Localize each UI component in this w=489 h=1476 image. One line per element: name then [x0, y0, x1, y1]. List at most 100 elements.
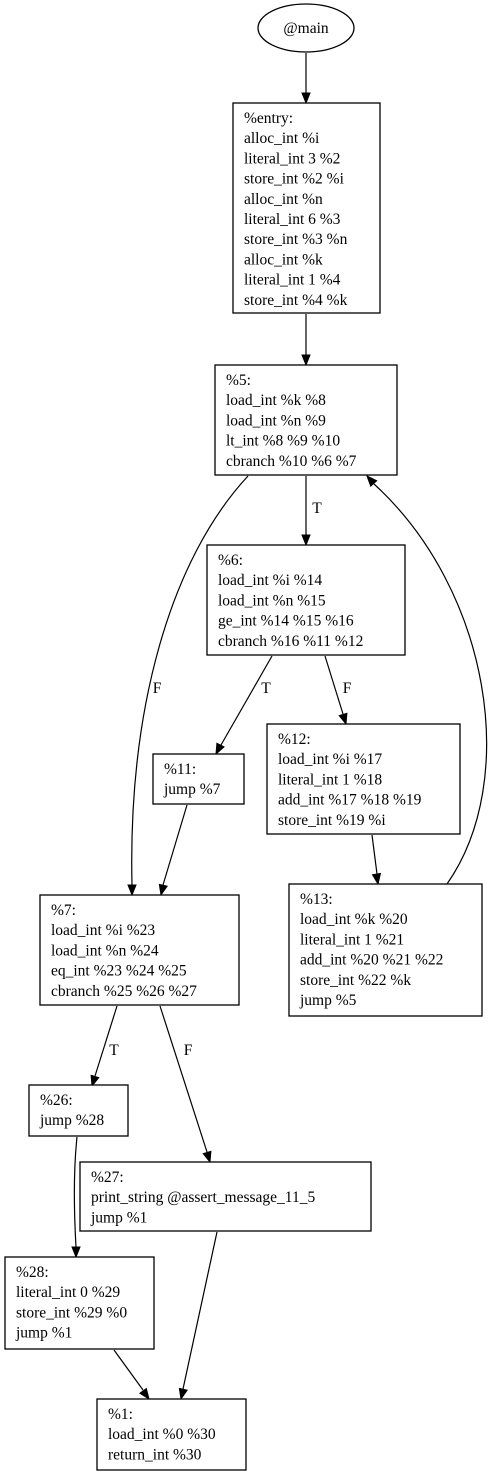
edge-b28-to-b1: [113, 1349, 150, 1401]
edge-label: T: [312, 500, 322, 517]
instruction-line: literal_int 1 %18: [278, 771, 382, 788]
arrow-head: [202, 1150, 212, 1164]
node-box: [266, 723, 461, 835]
block-label: %13:: [300, 891, 333, 908]
edge-b5-to-b7: F: [127, 475, 249, 897]
edge-b6-to-b12: F: [324, 655, 352, 726]
node-box: [79, 1161, 372, 1232]
block-label: %11:: [164, 761, 196, 778]
edge-line: [182, 1231, 218, 1390]
node-entry: %entry: alloc_int %i literal_int 3 %2 store…: [232, 102, 381, 314]
edge-line: [162, 804, 188, 886]
instruction-line: literal_int 3 %2: [244, 150, 340, 167]
edge-b7-to-b26: T: [90, 1005, 119, 1088]
edge-line: [159, 1005, 208, 1153]
edge-entry-to-b5: [301, 314, 311, 367]
instruction-line: alloc_int %n: [244, 191, 323, 208]
arrow-head: [301, 534, 311, 547]
arrow-head: [371, 872, 382, 886]
block-label: %12:: [278, 731, 311, 748]
edge-b5-to-b6: T: [301, 476, 322, 547]
arrow-head: [301, 354, 311, 367]
block-label: %6:: [218, 552, 243, 569]
block-label: %26:: [40, 1092, 73, 1109]
node-box: [152, 753, 245, 805]
instruction-line: jump %7: [163, 781, 221, 798]
arrow-head: [338, 712, 348, 726]
instruction-line: jump %28: [39, 1112, 104, 1129]
node-box: [214, 364, 398, 476]
edge-b26-to-b28: [71, 1136, 81, 1259]
instruction-line: ge_int %14 %15 %16: [218, 613, 354, 630]
instruction-line: load_int %k %20: [300, 911, 408, 928]
edge-b12-to-b13: [371, 834, 382, 886]
instruction-line: literal_int 0 %29: [16, 1284, 120, 1301]
node-box: [288, 883, 483, 1017]
block-label: %1:: [108, 1406, 133, 1423]
block-label: %28:: [16, 1264, 49, 1281]
node-main: @main: [257, 3, 355, 53]
edge-b27-to-b1: [178, 1231, 218, 1401]
instruction-line: alloc_int %i: [244, 130, 320, 147]
edge-line: [73, 1136, 78, 1248]
instruction-line: store_int %22 %k: [300, 972, 411, 989]
node-ellipse: [257, 3, 355, 53]
node-b27: %27:print_string @assert_message_11_5jum…: [79, 1161, 372, 1232]
instruction-line: cbranch %10 %6 %7: [226, 453, 357, 470]
instruction-line: add_int %20 %21 %22: [300, 952, 443, 969]
edge-label: F: [153, 680, 162, 697]
edge-line: [94, 1005, 118, 1077]
instruction-line: add_int %17 %18 %19: [278, 792, 422, 809]
block-label: %entry:: [244, 110, 293, 127]
node-label: @main: [283, 20, 329, 37]
arrow-head: [71, 1246, 81, 1259]
node-box: [4, 1256, 155, 1350]
block-label: %27:: [91, 1169, 124, 1186]
node-box: [39, 894, 240, 1006]
arrow-head: [127, 884, 137, 897]
instruction-line: jump %5: [299, 992, 357, 1009]
instruction-line: load_int %i %14: [218, 572, 322, 589]
edge-label: F: [184, 1042, 193, 1059]
instruction-line: alloc_int %k: [244, 251, 323, 268]
instruction-line: load_int %n %15: [218, 592, 326, 609]
instruction-line: literal_int 6 %3: [244, 211, 341, 228]
instruction-line: literal_int 1 %21: [300, 931, 404, 948]
edge-line: [131, 475, 249, 886]
instruction-line: load_int %i %23: [51, 922, 155, 939]
node-b13: %13: load_int %k %20 literal_int 1 %21 add_…: [288, 883, 483, 1017]
node-box: [28, 1084, 129, 1137]
instruction-line: jump %1: [15, 1325, 72, 1342]
instruction-line: print_string @assert_message_11_5: [91, 1189, 315, 1206]
edge-line: [373, 483, 488, 885]
instruction-line: lt_int %8 %9 %10: [226, 433, 340, 450]
arrow-head: [366, 474, 378, 487]
edge-line: [324, 655, 344, 715]
instruction-line: store_int %3 %n: [244, 231, 348, 248]
edge-b13-to-b5: [366, 474, 488, 885]
instruction-line: load_int %k %8: [226, 392, 326, 409]
instruction-line: eq_int %23 %24 %25: [51, 963, 187, 980]
instruction-line: load_int %n %9: [226, 412, 326, 429]
instruction-line: cbranch %16 %11 %12: [218, 633, 363, 650]
node-b12: %12: load_int %i %17 literal_int 1 %18 add_…: [266, 723, 461, 835]
node-b26: %26: jump %28: [28, 1084, 129, 1137]
node-box: [96, 1398, 247, 1471]
arrow-head: [138, 1387, 150, 1401]
node-b6: %6: load_int %i %14 load_int %n %15 ge_int …: [206, 544, 406, 656]
instruction-line: store_int %2 %i: [244, 171, 345, 188]
instruction-line: return_int %30: [108, 1446, 202, 1463]
instruction-line: load_int %n %24: [51, 942, 159, 959]
instruction-line: store_int %19 %i: [278, 812, 386, 829]
edge-line: [371, 834, 378, 875]
edge-label: T: [109, 1042, 119, 1059]
instruction-line: load_int %i %17: [278, 751, 382, 768]
edge-label: F: [343, 680, 352, 697]
node-box: [232, 102, 381, 314]
arrow-head: [215, 742, 225, 756]
